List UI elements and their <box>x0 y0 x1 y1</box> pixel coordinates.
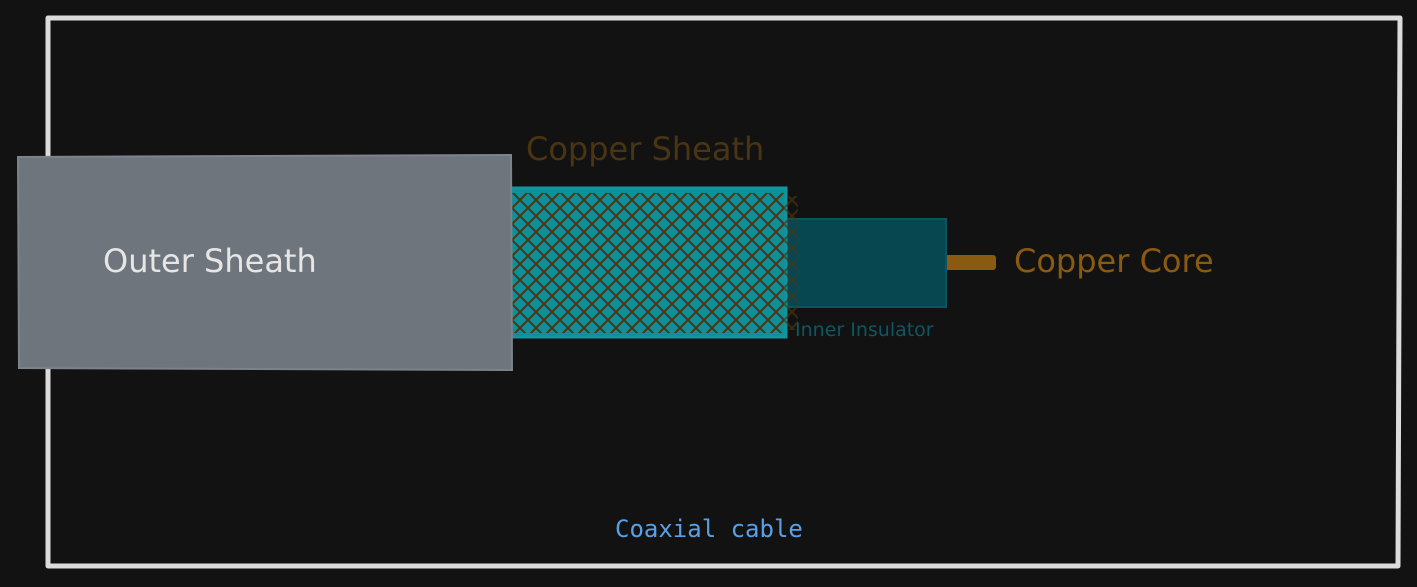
frame-border <box>45 15 1403 569</box>
copper-sheath-block <box>506 186 798 339</box>
outer-sheath-block <box>16 153 514 372</box>
inner-insulator-label: Inner Insulator <box>795 319 934 341</box>
copper-sheath-label: Copper Sheath <box>526 130 765 168</box>
diagram-title: Coaxial cable <box>615 515 803 543</box>
copper-core-wire <box>944 255 996 270</box>
inner-insulator-block <box>785 218 947 308</box>
copper-core-label: Copper Core <box>1014 242 1214 280</box>
outer-sheath-label: Outer Sheath <box>103 242 317 280</box>
